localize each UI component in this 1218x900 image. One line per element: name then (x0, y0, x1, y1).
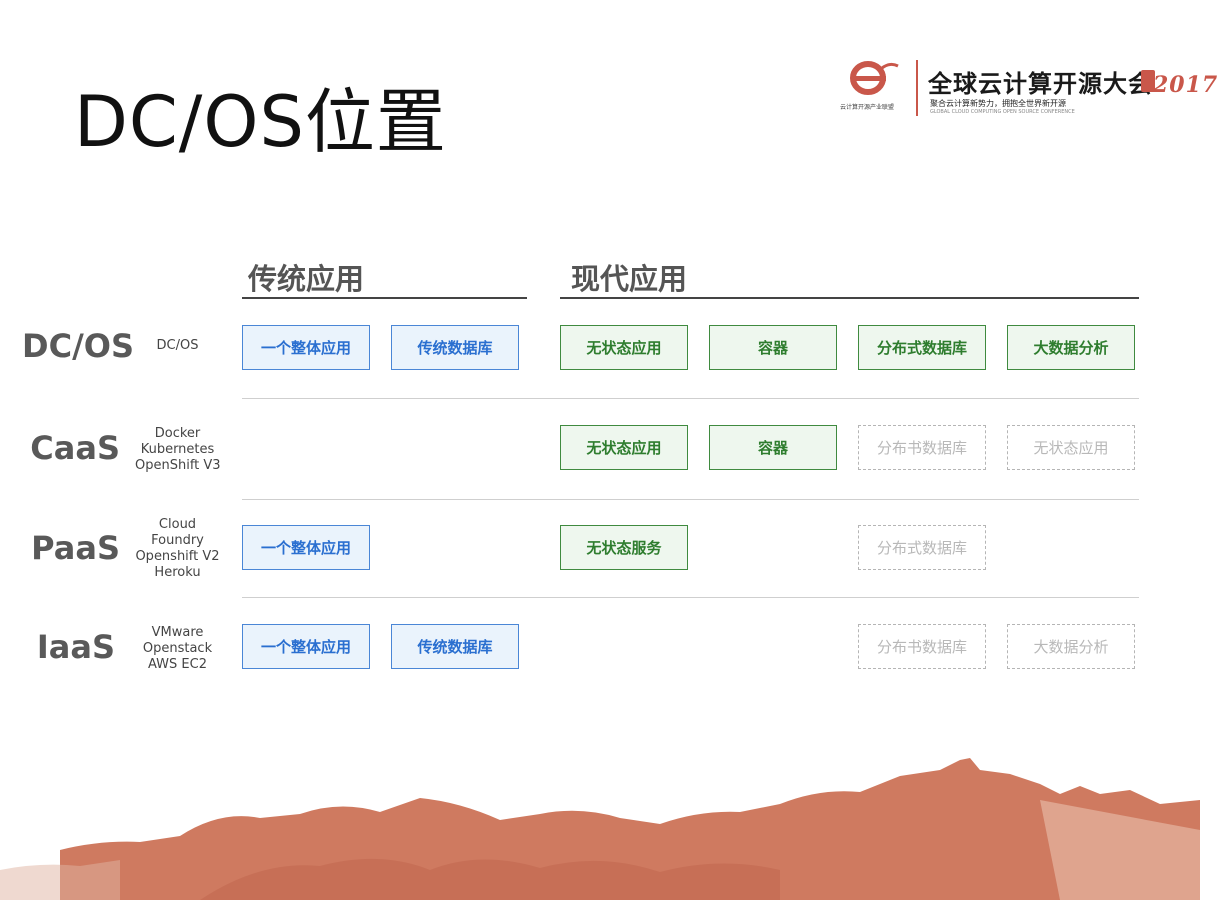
row-tech-iaas: VMware Openstack AWS EC2 (135, 625, 220, 673)
logo-year: 2017 (1153, 72, 1218, 98)
cell-dcos-monolith: 一个整体应用 (242, 325, 370, 370)
tech-item: Docker (154, 426, 201, 441)
group-traditional-heading: 传统应用 (248, 262, 365, 296)
cell-caas-stateless-app: 无状态应用 (560, 425, 688, 470)
row-label-iaas: IaaS (36, 628, 115, 666)
cell-iaas-traditional-db: 传统数据库 (391, 624, 519, 669)
cell-paas-monolith: 一个整体应用 (242, 525, 370, 570)
row-label-paas: PaaS (31, 529, 120, 567)
cell-caas-distributed-db: 分布书数据库 (858, 425, 986, 470)
tech-item: Openstack (142, 641, 213, 656)
cell-paas-stateless-service: 无状态服务 (560, 525, 688, 570)
group-modern-heading: 现代应用 (571, 262, 688, 296)
tech-item: Openshift V2 (135, 549, 220, 564)
logo-main-name: 全球云计算开源大会 (928, 69, 1153, 98)
tech-item: Kubernetes (140, 442, 215, 457)
tech-item: Heroku (154, 565, 201, 580)
cell-dcos-stateless-app: 无状态应用 (560, 325, 688, 370)
cell-iaas-bigdata: 大数据分析 (1007, 624, 1135, 669)
group-modern-rule (560, 297, 1139, 299)
cell-dcos-container: 容器 (709, 325, 837, 370)
tech-item: AWS EC2 (148, 657, 207, 672)
conference-logo-icon (850, 61, 899, 95)
cell-dcos-bigdata: 大数据分析 (1007, 325, 1135, 370)
conference-logo: 云计算开源产业联盟 全球云计算开源大会2017 聚合云计算新势力，拥抱全世界新开… (838, 58, 1217, 120)
cell-caas-container: 容器 (709, 425, 837, 470)
slide-title: DC/OS位置 (74, 81, 447, 163)
logo-badge (1141, 70, 1155, 92)
cell-iaas-distributed-db: 分布书数据库 (858, 624, 986, 669)
row-separator (242, 398, 1139, 399)
tech-item: OpenShift V3 (135, 458, 221, 473)
logo-english: GLOBAL CLOUD COMPUTING OPEN SOURCE CONFE… (930, 109, 1075, 115)
cell-caas-stateless-app-2: 无状态应用 (1007, 425, 1135, 470)
cell-iaas-monolith: 一个整体应用 (242, 624, 370, 669)
row-tech-paas: Cloud Foundry Openshift V2 Heroku (135, 517, 220, 581)
tech-item: DC/OS (156, 338, 199, 353)
logo-divider (916, 60, 918, 116)
row-separator (242, 499, 1139, 500)
row-separator (242, 597, 1139, 598)
tech-item: Foundry (151, 533, 204, 548)
cell-paas-distributed-db: 分布式数据库 (858, 525, 986, 570)
cell-dcos-distributed-db: 分布式数据库 (858, 325, 986, 370)
logo-main-text: 全球云计算开源大会2017 (928, 64, 1218, 99)
row-label-caas: CaaS (30, 429, 120, 467)
logo-org-text: 云计算开源产业联盟 (840, 104, 895, 111)
tech-item: VMware (151, 625, 204, 640)
group-traditional-rule (242, 297, 527, 299)
cell-dcos-traditional-db: 传统数据库 (391, 325, 519, 370)
row-label-dcos: DC/OS (22, 327, 134, 365)
row-tech-dcos: DC/OS (140, 338, 215, 354)
row-tech-caas: Docker Kubernetes OpenShift V3 (135, 426, 221, 474)
great-wall-illustration (0, 758, 1200, 900)
tech-item: Cloud (158, 517, 197, 532)
logo-slogan: 聚合云计算新势力，拥抱全世界新开源 (930, 99, 1066, 108)
